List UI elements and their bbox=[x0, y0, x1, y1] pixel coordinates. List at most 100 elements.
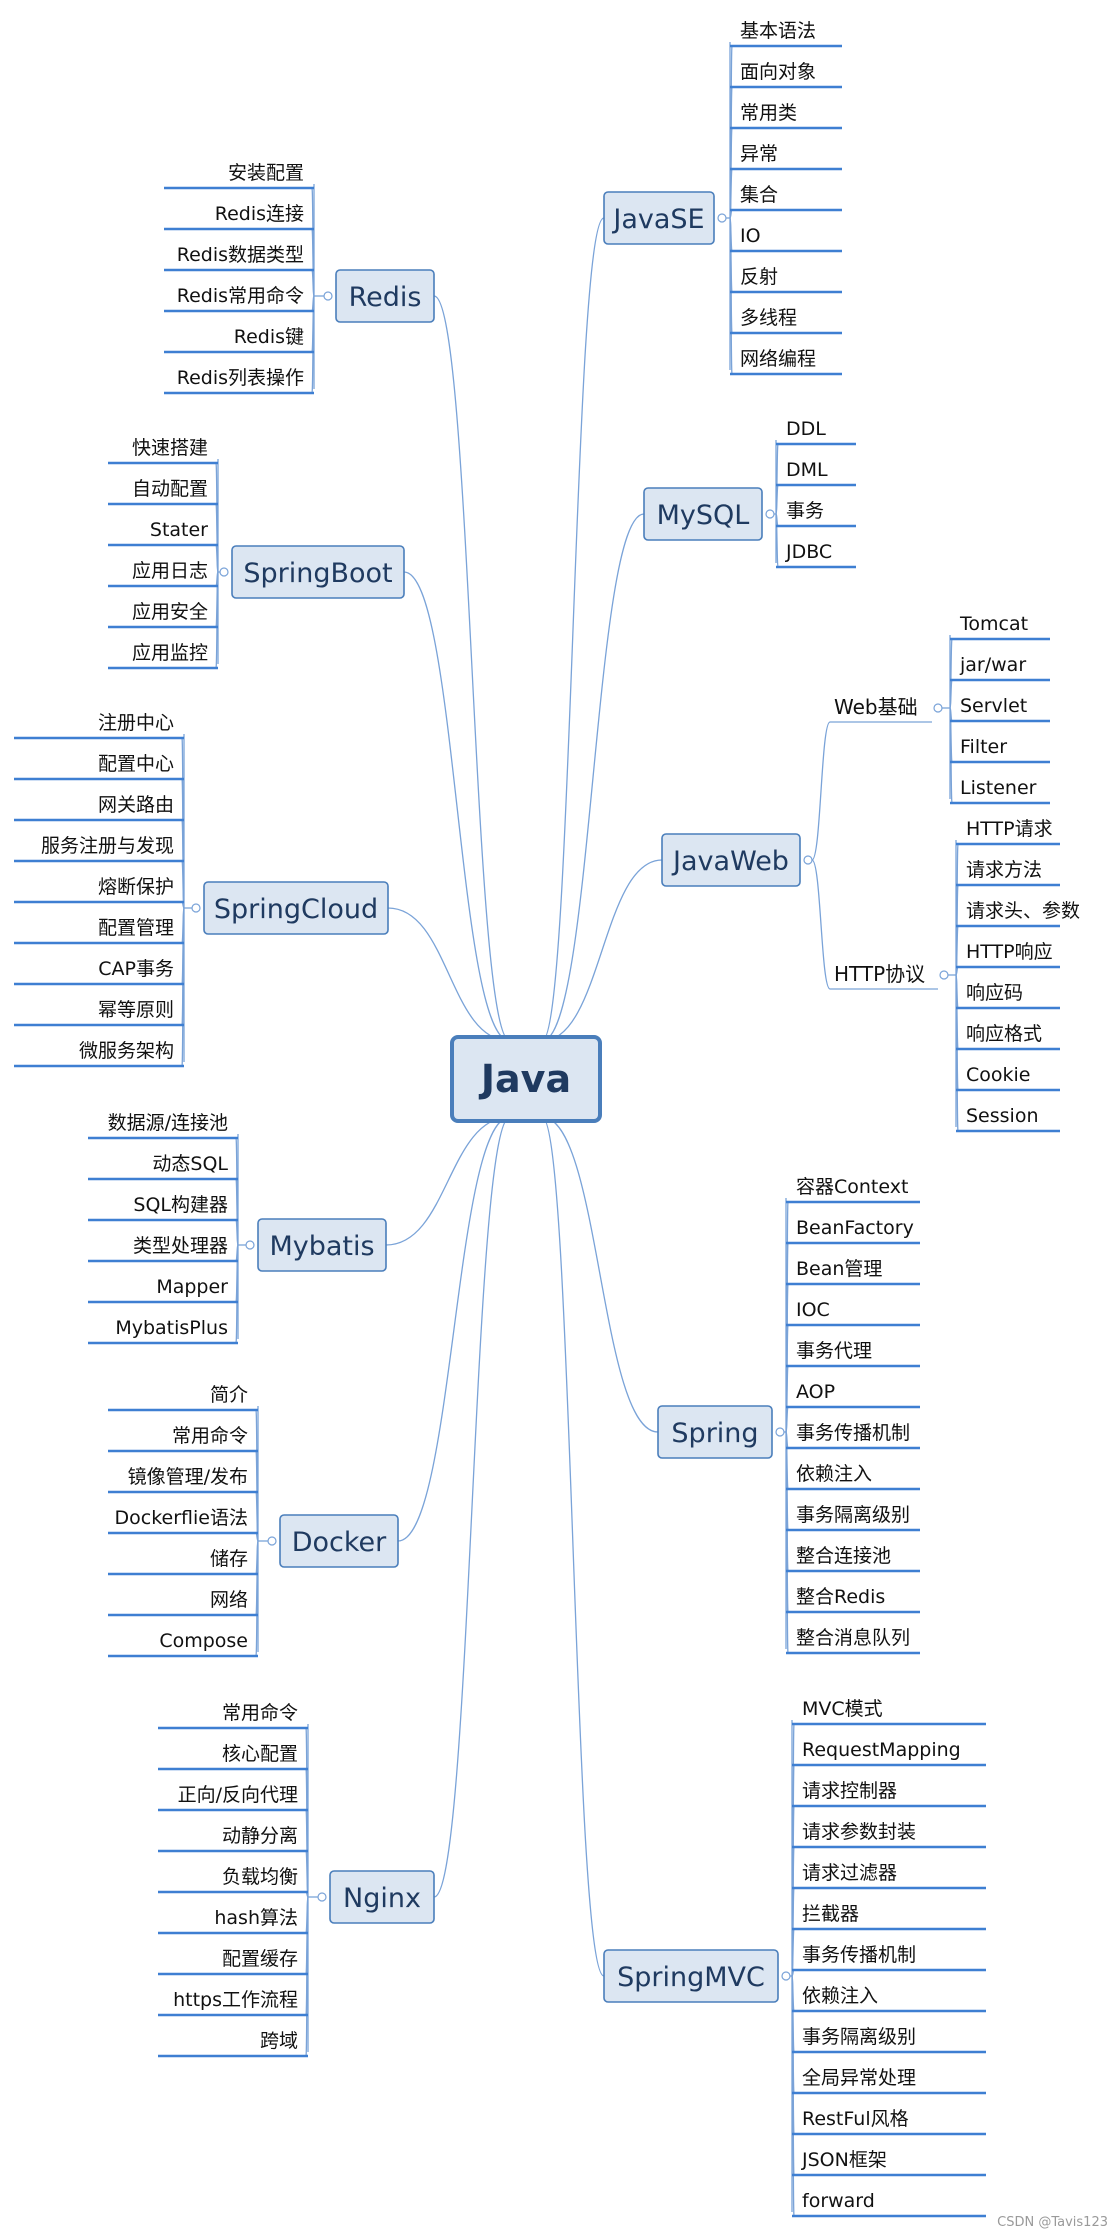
javaweb-1-leaf: Session bbox=[956, 1105, 1060, 1133]
branch-nginx[interactable]: Nginx bbox=[329, 1870, 435, 1924]
mysql-leaf-connector bbox=[775, 513, 779, 568]
redis-leaf-label: Redis连接 bbox=[215, 203, 304, 225]
branch-springmvc[interactable]: SpringMVC bbox=[603, 1949, 779, 2003]
springmvc-leaf-label: 请求过滤器 bbox=[802, 1862, 897, 1884]
mysql-leaf: 事务 bbox=[776, 500, 856, 528]
javaweb-1-leaf: 响应格式 bbox=[956, 1023, 1060, 1051]
branch-javaweb-box[interactable] bbox=[661, 833, 801, 887]
spring-leaf: 事务传播机制 bbox=[786, 1422, 920, 1450]
javaweb-1-leaf-label: HTTP响应 bbox=[966, 941, 1053, 963]
branch-spring-box[interactable] bbox=[657, 1405, 773, 1459]
javase-leaf: 反射 bbox=[730, 266, 842, 294]
spring-leaf: AOP bbox=[786, 1381, 920, 1409]
nginx-leaf-label: 常用命令 bbox=[222, 1702, 298, 1724]
spring-leaf-connector bbox=[785, 1431, 789, 1654]
javaweb-0-collapse-icon[interactable] bbox=[933, 703, 943, 713]
branch-javaweb[interactable]: JavaWeb bbox=[661, 833, 801, 887]
nginx-leaf: 动静分离 bbox=[158, 1825, 308, 1853]
springcloud-collapse-icon[interactable] bbox=[191, 903, 201, 913]
branch-docker[interactable]: Docker bbox=[279, 1514, 399, 1568]
branch-spring[interactable]: Spring bbox=[657, 1405, 773, 1459]
javase-leaf-label: 多线程 bbox=[740, 307, 797, 329]
branch-mybatis[interactable]: Mybatis bbox=[257, 1218, 387, 1272]
mybatis-leaf: 类型处理器 bbox=[88, 1235, 238, 1263]
javaweb-collapse-icon[interactable] bbox=[803, 855, 813, 865]
springcloud-leaf-label: 网关路由 bbox=[98, 794, 174, 816]
springboot-leaf: 自动配置 bbox=[108, 478, 218, 506]
branch-mybatis-box[interactable] bbox=[257, 1218, 387, 1272]
springmvc-collapse-icon[interactable] bbox=[781, 1971, 791, 1981]
branch-springcloud-box[interactable] bbox=[203, 881, 389, 935]
springcloud-leaf-connector bbox=[181, 907, 185, 1067]
nginx-collapse-icon[interactable] bbox=[317, 1892, 327, 1902]
javase-collapse-icon[interactable] bbox=[717, 213, 727, 223]
javaweb-group-connector bbox=[811, 859, 831, 990]
mybatis-leaf-label: SQL构建器 bbox=[133, 1194, 228, 1216]
javaweb-1-collapse-icon[interactable] bbox=[939, 970, 949, 980]
branch-docker-box[interactable] bbox=[279, 1514, 399, 1568]
springboot-leaf: 快速搭建 bbox=[108, 437, 218, 465]
springcloud-leaf: 配置中心 bbox=[14, 753, 184, 781]
springboot-collapse-icon[interactable] bbox=[219, 567, 229, 577]
docker-leaf: 常用命令 bbox=[108, 1425, 258, 1453]
branch-springmvc-label: SpringMVC bbox=[617, 1962, 765, 1993]
javase-leaf: 常用类 bbox=[730, 102, 842, 130]
javaweb-0-leaf-connector bbox=[949, 707, 953, 804]
mybatis-collapse-icon[interactable] bbox=[245, 1240, 255, 1250]
spring-leaf-label: 事务代理 bbox=[796, 1340, 872, 1362]
springboot-leaf-label: Stater bbox=[150, 519, 208, 541]
branch-mysql[interactable]: MySQL bbox=[643, 487, 763, 541]
spring-leaf: BeanFactory bbox=[786, 1217, 920, 1245]
spring-leaf: 整合连接池 bbox=[786, 1545, 920, 1573]
springcloud-leaf: 网关路由 bbox=[14, 794, 184, 822]
springmvc-leaf: 事务传播机制 bbox=[792, 1944, 986, 1972]
springmvc-leaf-label: 依赖注入 bbox=[802, 1985, 878, 2007]
branch-mysql-box[interactable] bbox=[643, 487, 763, 541]
branch-javase[interactable]: JavaSE bbox=[603, 191, 715, 245]
mysql-leaf: JDBC bbox=[776, 541, 856, 569]
branch-springboot-box[interactable] bbox=[231, 545, 405, 599]
springboot-leaf-label: 快速搭建 bbox=[132, 437, 208, 459]
spring-leaf-label: 整合Redis bbox=[796, 1586, 885, 1608]
nginx-leaf-connector bbox=[305, 1896, 309, 2057]
nginx-leaf-label: 配置缓存 bbox=[222, 1948, 298, 1970]
branch-springboot[interactable]: SpringBoot bbox=[231, 545, 405, 599]
redis-leaf-label: Redis列表操作 bbox=[177, 367, 304, 389]
nginx-leaf-label: 动静分离 bbox=[222, 1825, 298, 1847]
branch-springcloud[interactable]: SpringCloud bbox=[203, 881, 389, 935]
redis-leaf-connector bbox=[311, 295, 315, 394]
javaweb-group-connector bbox=[811, 721, 831, 861]
javaweb-0-leaf-label: Listener bbox=[960, 777, 1037, 799]
springmvc-leaf: 全局异常处理 bbox=[792, 2067, 986, 2095]
branch-javase-box[interactable] bbox=[603, 191, 715, 245]
redis-collapse-icon[interactable] bbox=[323, 291, 333, 301]
springcloud-leaf-label: 幂等原则 bbox=[98, 999, 174, 1021]
spring-collapse-icon[interactable] bbox=[775, 1427, 785, 1437]
springmvc-leaf: RequestMapping bbox=[792, 1739, 986, 1767]
redis-leaf: 安装配置 bbox=[164, 162, 314, 190]
mysql-collapse-icon[interactable] bbox=[765, 509, 775, 519]
springmvc-leaf: 拦截器 bbox=[792, 1903, 986, 1931]
javase-leaf: 集合 bbox=[730, 184, 842, 212]
mysql-leaf-label: JDBC bbox=[785, 541, 832, 563]
branch-redis-box[interactable] bbox=[335, 269, 435, 323]
branch-nginx-box[interactable] bbox=[329, 1870, 435, 1924]
redis-leaf-label: 安装配置 bbox=[228, 162, 304, 184]
branch-springmvc-box[interactable] bbox=[603, 1949, 779, 2003]
branch-docker-label: Docker bbox=[292, 1527, 387, 1558]
mybatis-leaf-label: 数据源/连接池 bbox=[108, 1112, 228, 1134]
springcloud-leaf-label: 服务注册与发现 bbox=[41, 835, 174, 857]
branch-redis[interactable]: Redis bbox=[335, 269, 435, 323]
docker-collapse-icon[interactable] bbox=[267, 1536, 277, 1546]
docker-leaf-label: Dockerflie语法 bbox=[115, 1507, 248, 1529]
mybatis-leaf: Mapper bbox=[88, 1276, 238, 1304]
springmvc-leaf: 事务隔离级别 bbox=[792, 2026, 986, 2054]
mybatis-leaf-label: MybatisPlus bbox=[115, 1317, 228, 1339]
springcloud-leaf-label: 配置中心 bbox=[98, 753, 174, 775]
springcloud-leaf: 配置管理 bbox=[14, 917, 184, 945]
spring-leaf-label: 依赖注入 bbox=[796, 1463, 872, 1485]
nginx-leaf: 核心配置 bbox=[158, 1743, 308, 1771]
javase-leaf-label: IO bbox=[740, 225, 761, 247]
springcloud-leaf-label: 熔断保护 bbox=[98, 876, 174, 898]
